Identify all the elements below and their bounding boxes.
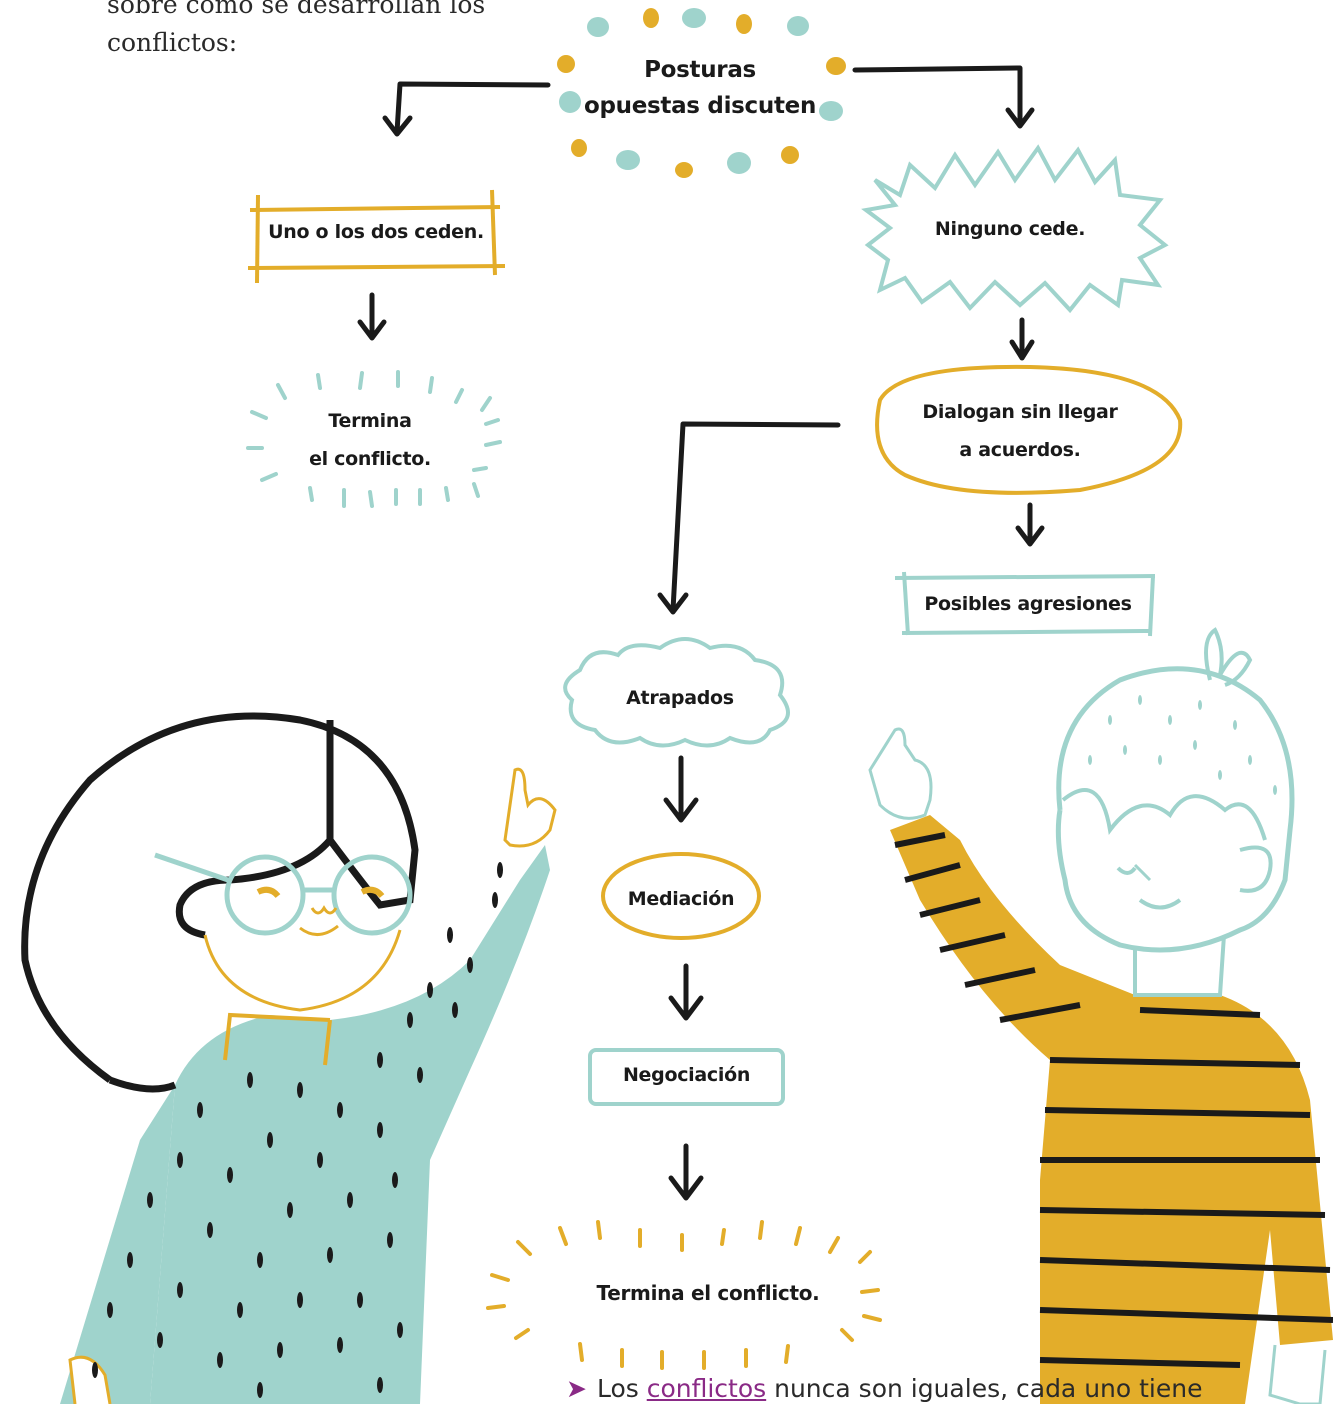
boy-illustration (868, 627, 1333, 1404)
right-none-star (861, 144, 1169, 314)
trapped-cloud (563, 637, 790, 748)
footnote: ➤ Los conflictos nunca son iguales, cada … (566, 1374, 1306, 1403)
left-end-burst (246, 370, 502, 508)
footnote-pre: Los (596, 1374, 647, 1403)
girl-illustration (21, 712, 557, 1404)
start-node-shape (557, 8, 846, 178)
intro-text: sobre cómo se desarrollan los conflictos… (107, 0, 486, 57)
mediation-oval (601, 852, 761, 940)
dialog-oval (875, 364, 1183, 495)
aggression-box (894, 571, 1156, 637)
negotiation-label: Negociación (622, 1064, 751, 1086)
footnote-keyword-link[interactable]: conflictos (646, 1374, 767, 1403)
footnote-post: nunca son iguales, cada uno tiene (766, 1374, 1203, 1403)
mediation-label: Mediación (627, 888, 735, 910)
final-end-burst (486, 1220, 882, 1370)
left-end-label: Termina el conflicto. (309, 410, 431, 470)
negotiation-box (588, 1048, 785, 1106)
left-yield-label: Uno o los dos ceden. (268, 221, 484, 243)
trapped-label: Atrapados (626, 687, 734, 709)
final-end-label: Termina el conflicto. (596, 1281, 820, 1305)
aggression-label: Posibles agresiones (924, 593, 1132, 615)
dialog-label: Dialogan sin llegar a acuerdos. (922, 401, 1118, 461)
right-none-label: Ninguno cede. (934, 218, 1086, 240)
footnote-marker-icon: ➤ (566, 1374, 587, 1403)
left-yield-box (247, 189, 506, 284)
start-node-label: Posturas opuestas discuten (583, 57, 817, 119)
connector-arrows (357, 65, 1045, 1201)
